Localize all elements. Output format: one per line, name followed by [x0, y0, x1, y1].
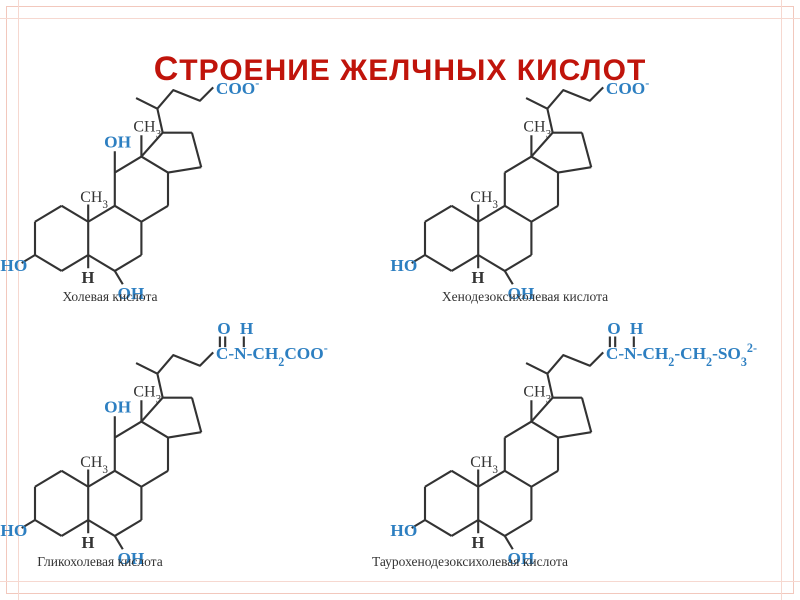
c7-hydroxyl-label: OH — [507, 284, 534, 303]
c19-methyl-label: CH3 — [470, 189, 498, 211]
c7-hydroxyl-label: OH — [117, 549, 144, 568]
c7-hydroxyl-label: OH — [507, 549, 534, 568]
molecule-name-3: Гликохолевая кислота — [37, 554, 163, 569]
carbonyl-double-bond — [218, 336, 227, 348]
c18-methyl-label: CH3 — [133, 118, 161, 140]
carbonyl-oxygen-label: O — [607, 319, 620, 338]
c18-methyl-label: CH3 — [523, 118, 551, 140]
c19-methyl-label: CH3 — [80, 454, 108, 476]
carbonyl-double-bond — [608, 336, 617, 348]
c18-methyl-label: CH3 — [133, 383, 161, 405]
c5-hydrogen-label: H — [82, 533, 95, 552]
steroid-skeleton — [33, 131, 203, 272]
molecule-name-4: Таурохенодезоксихолевая кислота — [372, 554, 568, 569]
substituent-bonds — [21, 351, 214, 550]
side-chain-label: C-N-CH2COO- — [216, 341, 328, 369]
c3-hydroxyl-label: HO — [0, 521, 27, 540]
c3-hydroxyl-label: HO — [390, 256, 417, 275]
c12-hydroxyl-label: OH — [104, 132, 131, 151]
c5-hydrogen-label: H — [472, 268, 485, 287]
side-chain-label: COO- — [216, 76, 259, 98]
c18-methyl-label: CH3 — [523, 383, 551, 405]
c19-methyl-label: CH3 — [470, 454, 498, 476]
substituent-bonds — [411, 351, 604, 550]
c12-hydroxyl-label: OH — [104, 397, 131, 416]
molecule-name-1: Холевая кислота — [62, 289, 157, 304]
steroid-skeleton — [423, 131, 593, 272]
side-chain-label: C-N-CH2-CH2-SO32- — [606, 341, 757, 369]
amide-hydrogen-label: H — [630, 319, 644, 338]
slide-title: СТРОЕНИЕ ЖЕЛЧНЫХ КИСЛОТ — [153, 50, 647, 88]
c7-hydroxyl-label: OH — [117, 284, 144, 303]
c3-hydroxyl-label: HO — [0, 256, 27, 275]
molecule-name-2: Хенодезоксихолевая кислота — [442, 289, 608, 304]
substituent-bonds — [411, 86, 604, 285]
carbonyl-oxygen-label: O — [217, 319, 230, 338]
c19-methyl-label: CH3 — [80, 189, 108, 211]
steroid-skeleton — [423, 396, 593, 537]
c3-hydroxyl-label: HO — [390, 521, 417, 540]
steroid-skeleton — [33, 396, 203, 537]
c5-hydrogen-label: H — [472, 533, 485, 552]
c5-hydrogen-label: H — [82, 268, 95, 287]
substituent-bonds — [21, 86, 214, 285]
amide-hydrogen-label: H — [240, 319, 254, 338]
side-chain-label: COO- — [606, 76, 649, 98]
